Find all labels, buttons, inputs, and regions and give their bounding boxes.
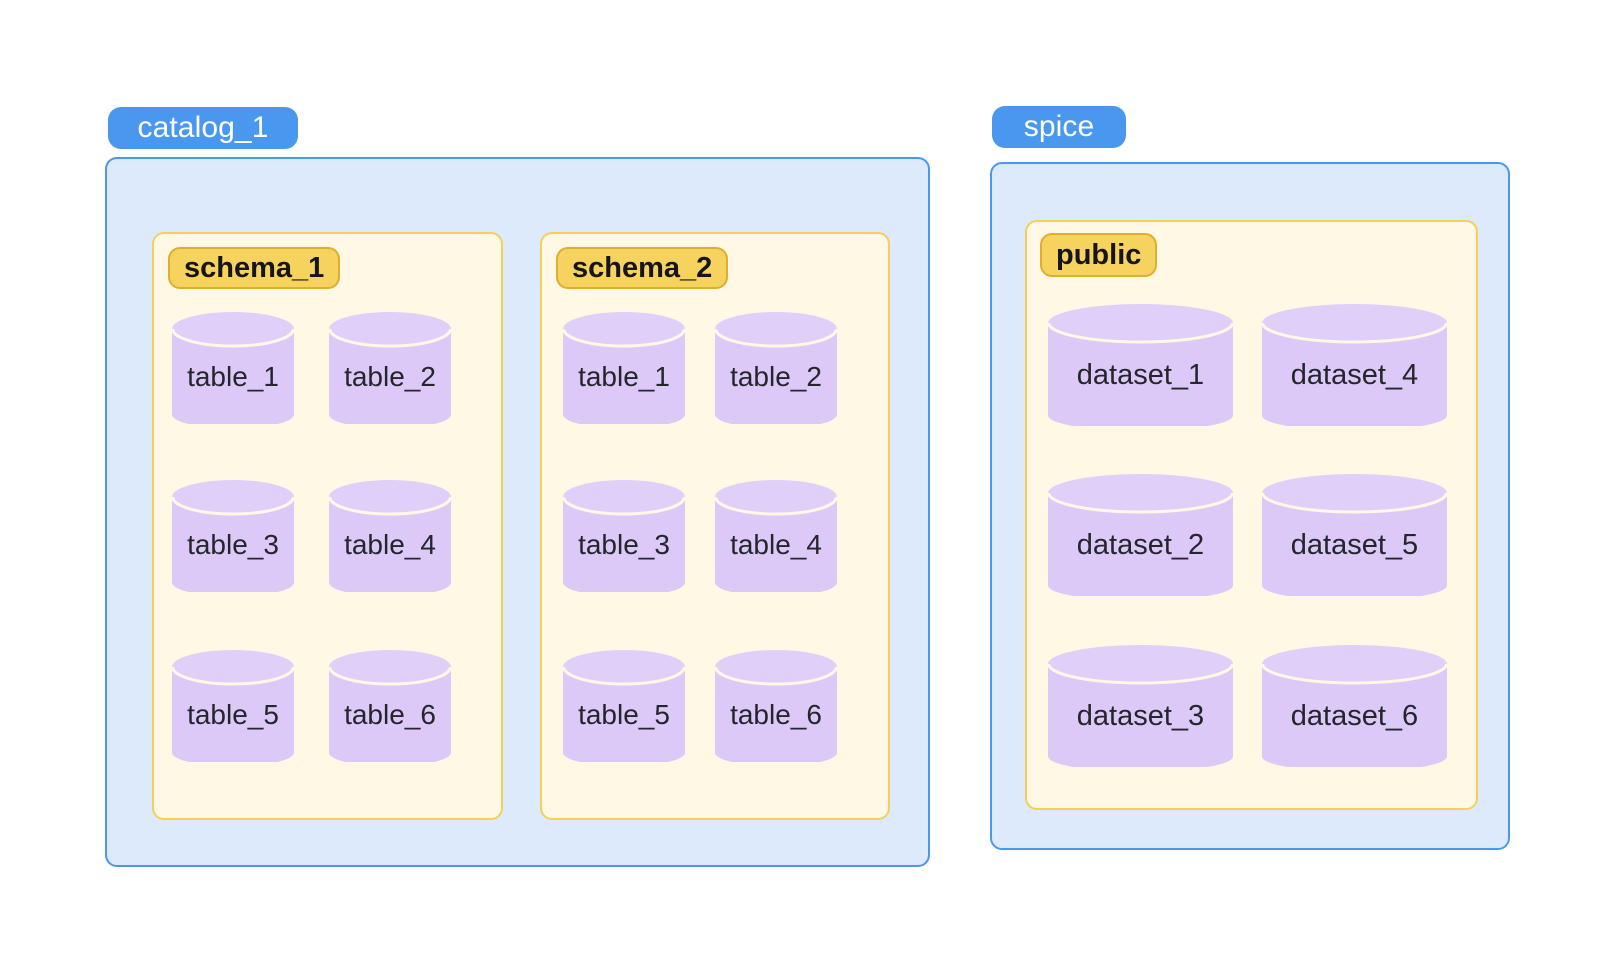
cylinder-icon — [715, 650, 837, 762]
database-cylinder[interactable]: dataset_6 — [1262, 645, 1447, 767]
database-cylinder[interactable]: table_2 — [715, 312, 837, 424]
cylinder-icon — [1262, 474, 1447, 596]
catalog-badge-catalog_1[interactable]: catalog_1 — [108, 107, 298, 149]
cylinder-icon — [715, 480, 837, 592]
cylinder-icon — [1048, 645, 1233, 767]
cylinder-icon — [1262, 304, 1447, 426]
database-cylinder[interactable]: table_3 — [172, 480, 294, 592]
database-cylinder[interactable]: table_1 — [563, 312, 685, 424]
database-cylinder[interactable]: table_4 — [329, 480, 451, 592]
cylinder-icon — [1262, 645, 1447, 767]
database-cylinder[interactable]: table_6 — [329, 650, 451, 762]
schema-badge-catalog_1-schema_1[interactable]: schema_1 — [168, 247, 341, 289]
cylinder-icon — [329, 480, 451, 592]
cylinder-icon — [172, 312, 294, 424]
database-cylinder[interactable]: table_2 — [329, 312, 451, 424]
schema-badge-catalog_1-schema_2[interactable]: schema_2 — [556, 247, 729, 289]
cylinder-icon — [1048, 474, 1233, 596]
schema-badge-spice-public[interactable]: public — [1040, 233, 1158, 277]
cylinder-icon — [563, 480, 685, 592]
cylinder-icon — [563, 650, 685, 762]
cylinder-icon — [563, 312, 685, 424]
cylinder-icon — [329, 650, 451, 762]
database-cylinder[interactable]: table_3 — [563, 480, 685, 592]
cylinder-icon — [172, 650, 294, 762]
database-cylinder[interactable]: dataset_1 — [1048, 304, 1233, 426]
database-cylinder[interactable]: dataset_3 — [1048, 645, 1233, 767]
database-cylinder[interactable]: table_1 — [172, 312, 294, 424]
database-cylinder[interactable]: dataset_2 — [1048, 474, 1233, 596]
database-cylinder[interactable]: table_5 — [172, 650, 294, 762]
cylinder-icon — [329, 312, 451, 424]
database-cylinder[interactable]: dataset_4 — [1262, 304, 1447, 426]
database-cylinder[interactable]: dataset_5 — [1262, 474, 1447, 596]
database-cylinder[interactable]: table_4 — [715, 480, 837, 592]
database-cylinder[interactable]: table_6 — [715, 650, 837, 762]
cylinder-icon — [1048, 304, 1233, 426]
cylinder-icon — [715, 312, 837, 424]
catalog-badge-spice[interactable]: spice — [992, 106, 1126, 148]
cylinder-icon — [172, 480, 294, 592]
database-cylinder[interactable]: table_5 — [563, 650, 685, 762]
